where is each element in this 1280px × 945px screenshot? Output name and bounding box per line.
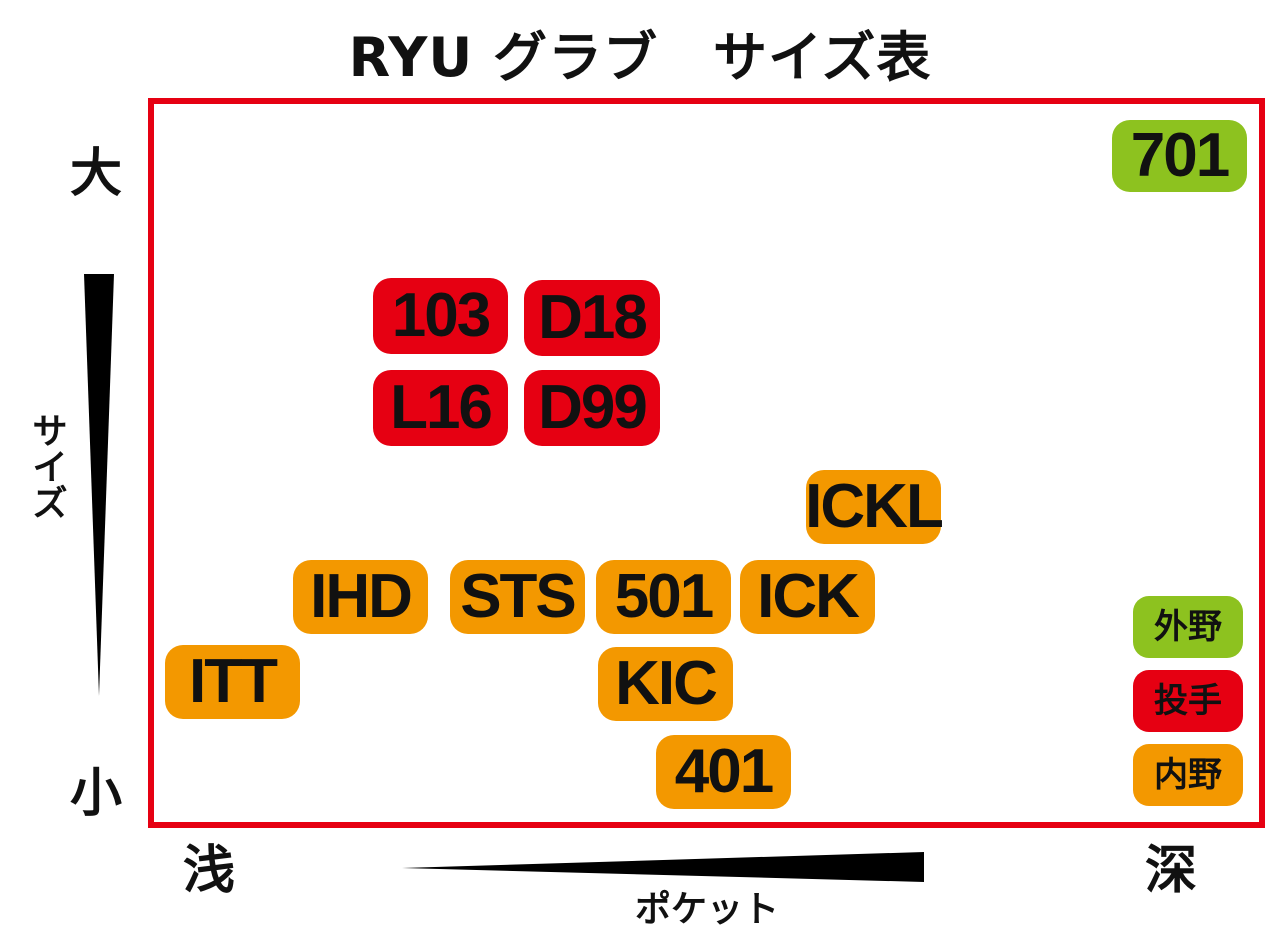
pocket-shallow-label: 浅 bbox=[183, 841, 236, 901]
legend-outfield: 外野 bbox=[1133, 596, 1243, 658]
glove-tag-D99: D99 bbox=[524, 370, 660, 446]
legend-pitcher: 投手 bbox=[1133, 670, 1243, 732]
glove-tag-ITT: ITT bbox=[165, 645, 300, 719]
pocket-axis-label: ポケット bbox=[635, 889, 780, 930]
glove-tag-501: 501 bbox=[596, 560, 731, 634]
glove-tag-KIC: KIC bbox=[598, 647, 733, 721]
size-large-label: 大 bbox=[70, 144, 123, 204]
glove-tag-STS: STS bbox=[450, 560, 585, 634]
chart-title: RYU グラブ サイズ表 bbox=[348, 26, 932, 89]
glove-tag-IHD: IHD bbox=[293, 560, 428, 634]
glove-tag-701: 701 bbox=[1112, 120, 1247, 192]
pocket-deep-label: 深 bbox=[1145, 841, 1198, 901]
pocket-wedge-icon bbox=[402, 852, 924, 882]
glove-tag-ICKL: ICKL bbox=[805, 470, 944, 544]
chart-frame bbox=[148, 98, 1265, 828]
glove-tag-L16: L16 bbox=[373, 370, 508, 446]
size-axis-label: サイズ bbox=[26, 412, 67, 520]
glove-tag-D18: D18 bbox=[524, 280, 660, 356]
size-small-label: 小 bbox=[70, 764, 123, 824]
glove-tag-ICK: ICK bbox=[740, 560, 875, 634]
legend-infield: 内野 bbox=[1133, 744, 1243, 806]
glove-tag-401: 401 bbox=[656, 735, 791, 809]
glove-tag-103: 103 bbox=[373, 278, 508, 354]
size-wedge-icon bbox=[84, 274, 114, 696]
